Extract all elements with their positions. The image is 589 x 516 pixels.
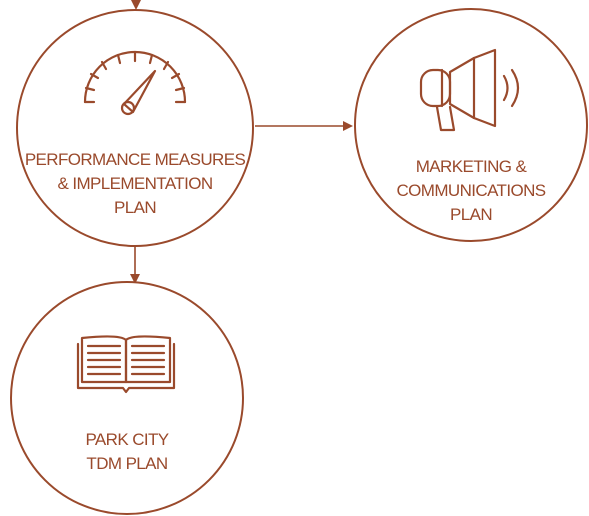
performance-label-line-1: PERFORMANCE MEASURES <box>25 150 246 169</box>
open-book-icon <box>76 335 176 394</box>
marketing-label-line-1: MARKETING & <box>416 157 528 176</box>
performance-label-line-2: & IMPLEMENTATION <box>57 174 212 193</box>
node-marketing-communications: MARKETING & COMMUNICATIONS PLAN <box>354 8 588 242</box>
park-city-label-line-2: TDM PLAN <box>86 454 167 473</box>
marketing-label-line-2: COMMUNICATIONS <box>397 181 546 200</box>
megaphone-icon <box>419 48 520 132</box>
marketing-label-line-3: PLAN <box>450 205 492 224</box>
park-city-label-line-1: PARK CITY <box>85 430 168 449</box>
performance-label-line-3: PLAN <box>114 198 156 217</box>
node-circle <box>10 281 244 515</box>
node-performance-measures: PERFORMANCE MEASURES & IMPLEMENTATION PL… <box>16 9 254 247</box>
node-park-city-tdm: PARK CITY TDM PLAN <box>10 281 244 515</box>
node-circle <box>354 8 588 242</box>
speedometer-icon <box>83 50 187 116</box>
node-circle <box>16 9 254 247</box>
